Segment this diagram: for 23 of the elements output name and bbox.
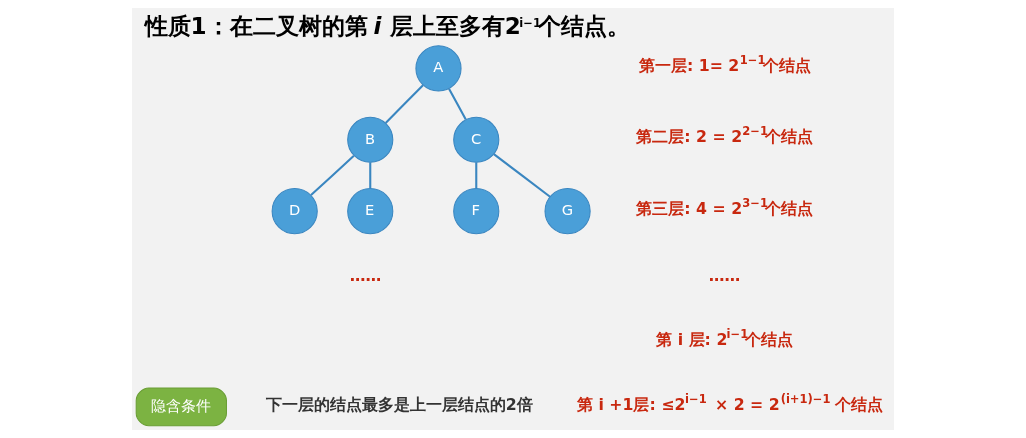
node-circle: C — [453, 116, 500, 163]
connector — [493, 153, 551, 198]
label: 第 i 层: 2$^{i−1}$个结点 — [656, 327, 794, 350]
connector — [369, 162, 372, 189]
connector — [310, 155, 355, 196]
node-box: 隐含条件 — [135, 387, 227, 427]
node-circle: G — [544, 188, 591, 235]
node-label: 下一层的结点最多是上一层结点的2倍 — [265, 394, 533, 414]
label: 第三层: 4 = 2$^{3−1}$个结点 — [636, 195, 814, 218]
label: 第一层: 1= 2$^{1−1}$个结点 — [638, 53, 811, 76]
connector — [448, 88, 467, 120]
node-circle: D — [271, 188, 318, 235]
diagram-title: 性质1：在二叉树的第 i 层上至多有2$^{i−1}$个结点。 — [144, 12, 631, 39]
node-circle: F — [453, 188, 500, 235]
connector — [384, 84, 424, 124]
label: 第 i +1层: ≤2$^{i−1}$ × 2 = 2$^{(i+1)−1}$ 个结点 — [577, 391, 883, 414]
label: 第二层: 2 = 2$^{2−1}$个结点 — [636, 124, 814, 147]
node-circle: E — [347, 188, 394, 235]
label: …… — [349, 266, 382, 286]
label: …… — [708, 266, 741, 286]
connector — [475, 162, 478, 189]
node-circle: A — [415, 45, 462, 92]
node-circle: B — [347, 116, 394, 163]
